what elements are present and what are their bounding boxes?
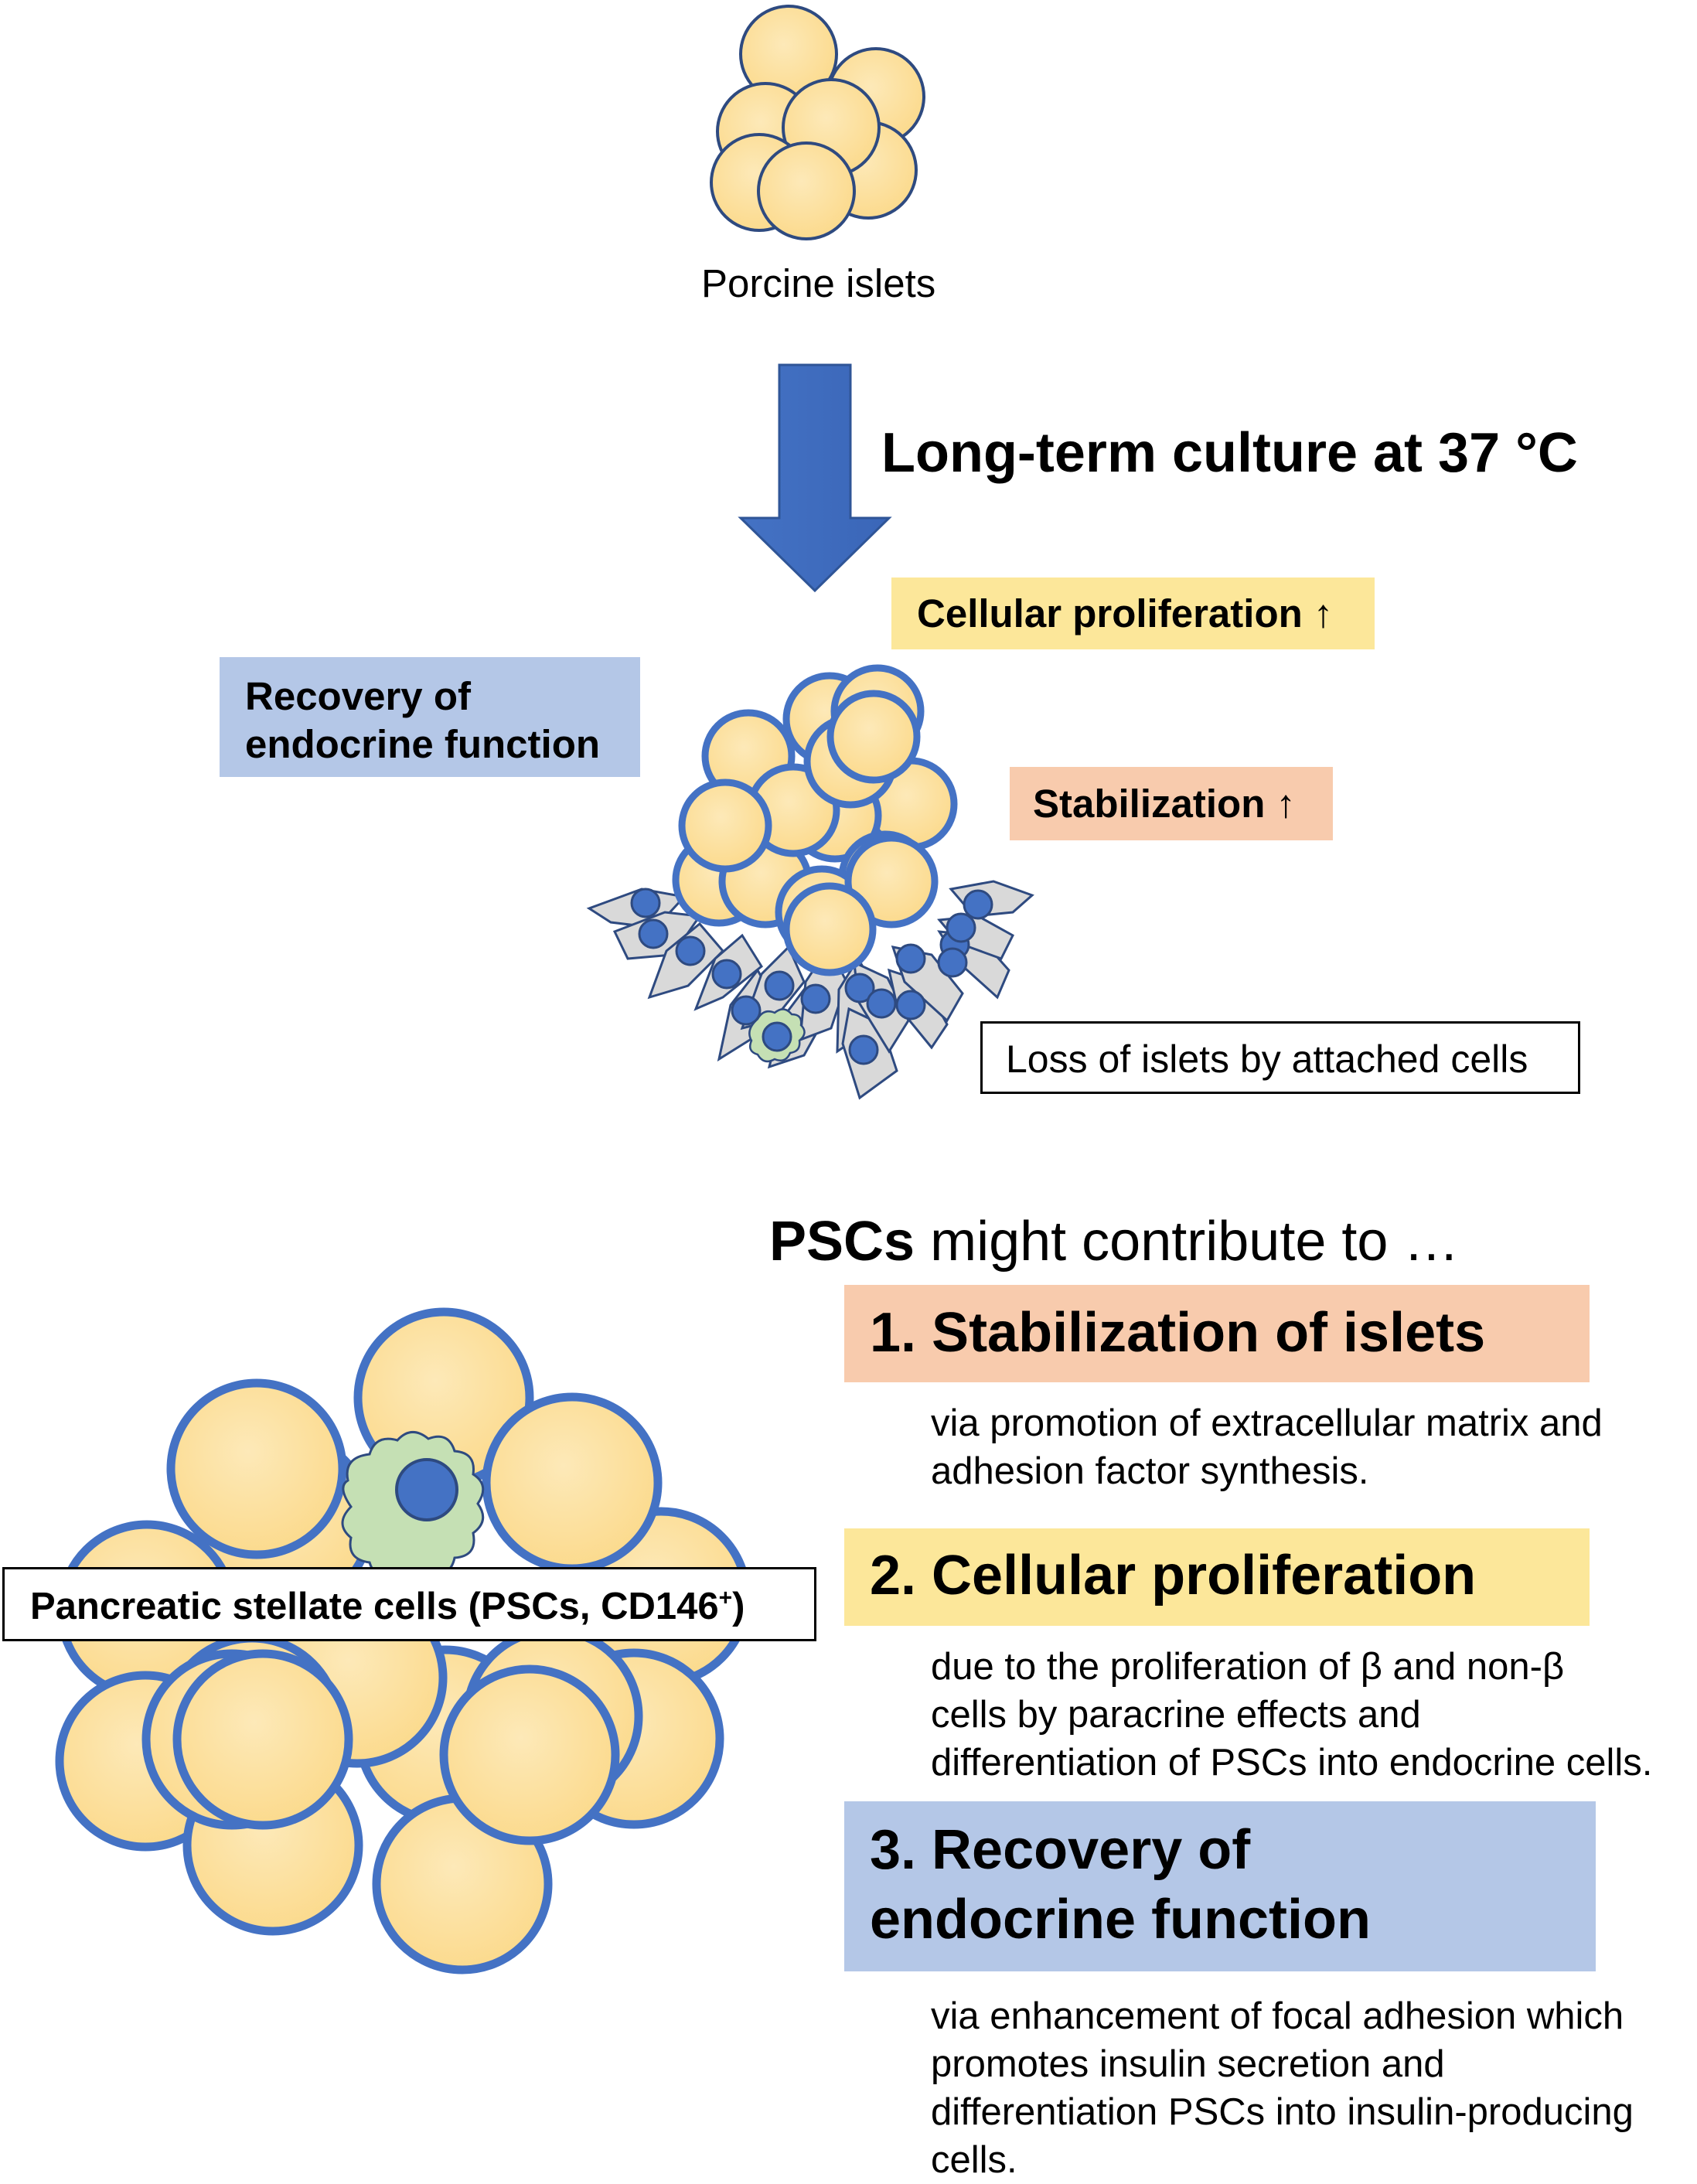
- desc-line: differentiation of PSCs into endocrine c…: [931, 1742, 1653, 1784]
- desc-line: differentiation PSCs into insulin-produc…: [931, 2091, 1634, 2133]
- down-arrow-icon: [738, 363, 892, 593]
- contribution-heading: PSCs might contribute to …: [769, 1210, 1459, 1273]
- nucleus-icon: [675, 935, 706, 966]
- islet-cell: [166, 1378, 347, 1559]
- nuclei: [630, 888, 993, 1065]
- proliferation-box: Cellular proliferation ↑: [891, 578, 1375, 649]
- nucleus-icon: [895, 990, 926, 1020]
- nucleus-icon: [731, 995, 762, 1026]
- recovery-box: Recovery of endocrine function: [220, 657, 640, 777]
- contribution-3-title-line2: endocrine function: [870, 1889, 1371, 1951]
- nucleus-icon: [762, 1021, 792, 1052]
- contribution-3-title-line1: 3. Recovery of: [870, 1819, 1251, 1881]
- nucleus-icon: [848, 1034, 879, 1065]
- nucleus-icon: [764, 970, 795, 1001]
- desc-line: cells.: [931, 2139, 1017, 2181]
- islet-cell: [439, 1664, 620, 1845]
- loss-label: Loss of islets by attached cells: [1006, 1037, 1528, 1081]
- psc-nucleus-icon: [395, 1458, 458, 1521]
- desc-line: cells by paracrine effects and: [931, 1694, 1421, 1736]
- desc-line: adhesion factor synthesis.: [931, 1450, 1369, 1492]
- nucleus-icon: [946, 912, 976, 943]
- psc-label-main: Pancreatic stellate cells (PSCs, CD146: [30, 1586, 719, 1627]
- porcine-islets-label: Porcine islets: [701, 261, 936, 305]
- desc-line: due to the proliferation of β and non-β: [931, 1646, 1565, 1688]
- islet-cell: [678, 779, 772, 873]
- nucleus-icon: [866, 988, 897, 1019]
- desc-line: promotes insulin secretion and: [931, 2043, 1445, 2085]
- contribution-3-desc: via enhancement of focal adhesion which …: [931, 1992, 1634, 2184]
- stabilization-box: Stabilization ↑: [1010, 767, 1333, 840]
- psc-label-end: ): [732, 1586, 745, 1627]
- desc-line: via promotion of extracellular matrix an…: [931, 1402, 1603, 1444]
- recovery-label-line1: Recovery of: [245, 674, 471, 718]
- nucleus-icon: [711, 959, 742, 990]
- islet-cell: [172, 1649, 353, 1830]
- proliferation-label: Cellular proliferation ↑: [917, 591, 1334, 635]
- contribution-2-desc: due to the proliferation of β and non-β …: [931, 1643, 1652, 1787]
- islet-cell: [782, 882, 877, 976]
- desc-line: via enhancement of focal adhesion which: [931, 1995, 1624, 2037]
- culture-condition-label: Long-term culture at 37 °C: [881, 422, 1578, 484]
- psc-label: Pancreatic stellate cells (PSCs, CD146+): [30, 1585, 745, 1628]
- recovery-label-line2: endocrine function: [245, 722, 600, 766]
- nucleus-icon: [895, 943, 926, 974]
- psc-label-sup: +: [718, 1585, 733, 1611]
- porcine-islet-cluster: [710, 5, 925, 240]
- contribution-2-title: 2. Cellular proliferation: [870, 1545, 1477, 1606]
- contribution-3-box: 3. Recovery of endocrine function: [844, 1801, 1596, 1971]
- nucleus-icon: [638, 918, 669, 949]
- islet-cell: [482, 1392, 663, 1573]
- stabilization-label: Stabilization ↑: [1033, 782, 1297, 826]
- contribution-1-desc: via promotion of extracellular matrix an…: [931, 1399, 1603, 1495]
- nucleus-icon: [800, 983, 831, 1014]
- psc-label-box: Pancreatic stellate cells (PSCs, CD146+): [2, 1567, 816, 1641]
- contribution-1-title: 1. Stabilization of islets: [870, 1302, 1486, 1364]
- islet-cell: [844, 834, 939, 928]
- nucleus-icon: [937, 947, 968, 978]
- contribution-1-box: 1. Stabilization of islets: [844, 1285, 1590, 1382]
- psc-heading-rest: might contribute to …: [915, 1211, 1460, 1273]
- nucleus-icon: [630, 888, 661, 918]
- nucleus-icon: [963, 889, 993, 920]
- psc-heading-bold: PSCs: [769, 1211, 915, 1273]
- contribution-2-box: 2. Cellular proliferation: [844, 1528, 1590, 1626]
- loss-box: Loss of islets by attached cells: [980, 1021, 1580, 1094]
- islet-cell: [757, 141, 856, 240]
- nucleus-icon: [844, 973, 875, 1003]
- islet-cell: [826, 690, 921, 784]
- cultured-islet-cluster: [672, 664, 958, 976]
